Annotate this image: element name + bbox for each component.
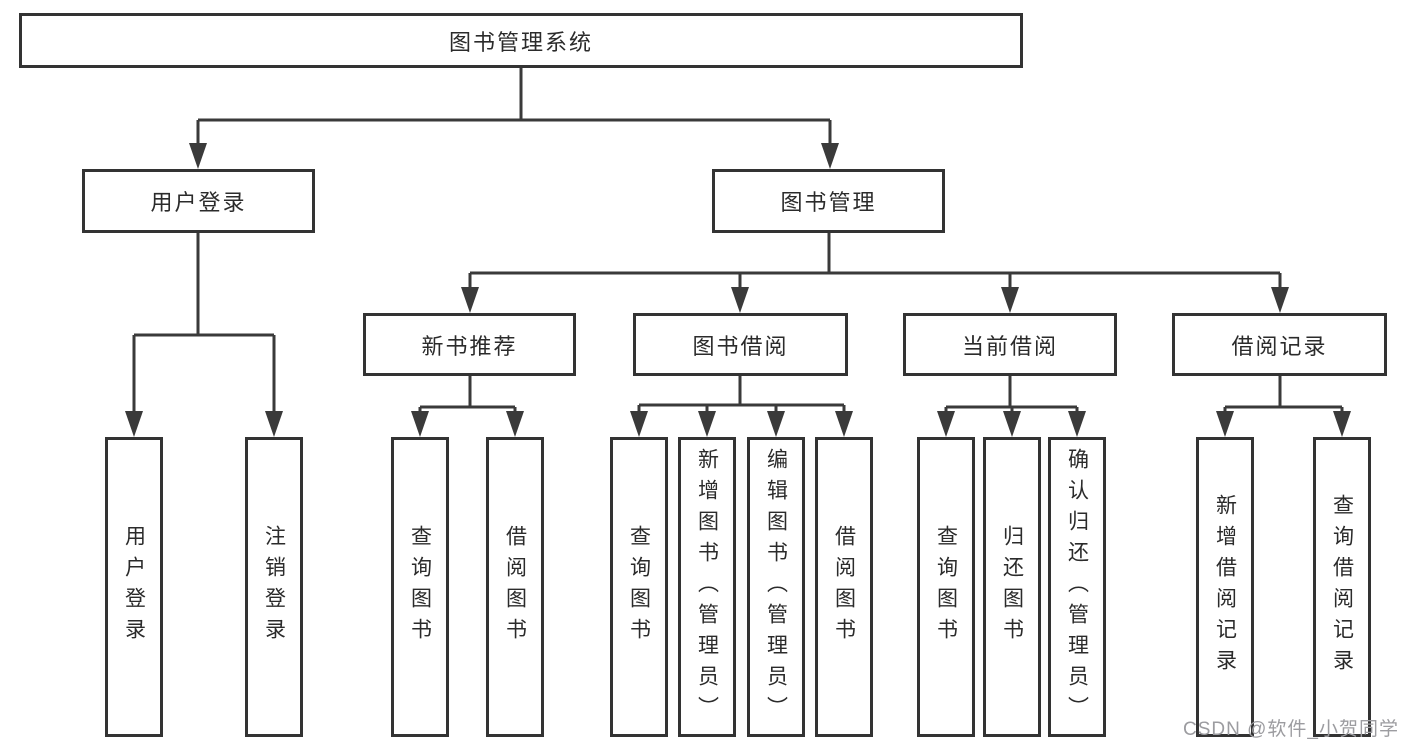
connector-book-management-to-level3 [461,233,1289,313]
node-leaf-user-login: 用户登录 [105,437,163,737]
leaf-label: 新增借阅记录 [1213,494,1237,680]
node-book-management: 图书管理 [712,169,945,233]
node-user-login: 用户登录 [82,169,315,233]
leaf-label: 确认归还（管理员） [1065,447,1089,727]
connector-borrowing-records-to-leaves [1216,376,1351,437]
node-library-management-system: 图书管理系统 [19,13,1023,68]
csdn-watermark: CSDN @软件_小贺同学 [1183,719,1399,740]
leaf-label: 新增图书（管理员） [695,447,719,727]
node-leaf-confirm-return-admin: 确认归还（管理员） [1048,437,1106,737]
leaf-label: 查询图书 [408,525,432,649]
leaf-label: 查询图书 [934,525,958,649]
leaf-label: 归还图书 [1000,525,1024,649]
node-current-borrowing: 当前借阅 [903,313,1117,376]
node-leaf-query-borrow-record: 查询借阅记录 [1313,437,1371,737]
connector-book-borrowing-to-leaves [630,376,853,437]
node-leaf-return-books: 归还图书 [983,437,1041,737]
connector-user-login-to-leaves [125,233,283,437]
node-leaf-logout: 注销登录 [245,437,303,737]
leaf-label: 用户登录 [122,525,146,649]
node-borrowing-records: 借阅记录 [1172,313,1387,376]
connector-new-book-recommend-to-leaves [411,376,524,437]
leaf-label: 查询借阅记录 [1330,494,1354,680]
node-book-borrowing: 图书借阅 [633,313,848,376]
node-leaf-add-books-admin: 新增图书（管理员） [678,437,736,737]
leaf-label: 查询图书 [627,525,651,649]
node-leaf-borrow-books-recommend: 借阅图书 [486,437,544,737]
node-leaf-add-borrow-record: 新增借阅记录 [1196,437,1254,737]
node-leaf-edit-books-admin: 编辑图书（管理员） [747,437,805,737]
leaf-label: 注销登录 [262,525,286,649]
node-new-book-recommend: 新书推荐 [363,313,576,376]
leaf-label: 借阅图书 [832,525,856,649]
node-leaf-query-books-recommend: 查询图书 [391,437,449,737]
node-leaf-borrow-books-borrowing: 借阅图书 [815,437,873,737]
leaf-label: 借阅图书 [503,525,527,649]
connector-root-to-level2 [189,68,839,169]
connector-current-borrowing-to-leaves [937,376,1086,437]
leaf-label: 编辑图书（管理员） [764,447,788,727]
node-leaf-query-books-current: 查询图书 [917,437,975,737]
node-leaf-query-books-borrowing: 查询图书 [610,437,668,737]
